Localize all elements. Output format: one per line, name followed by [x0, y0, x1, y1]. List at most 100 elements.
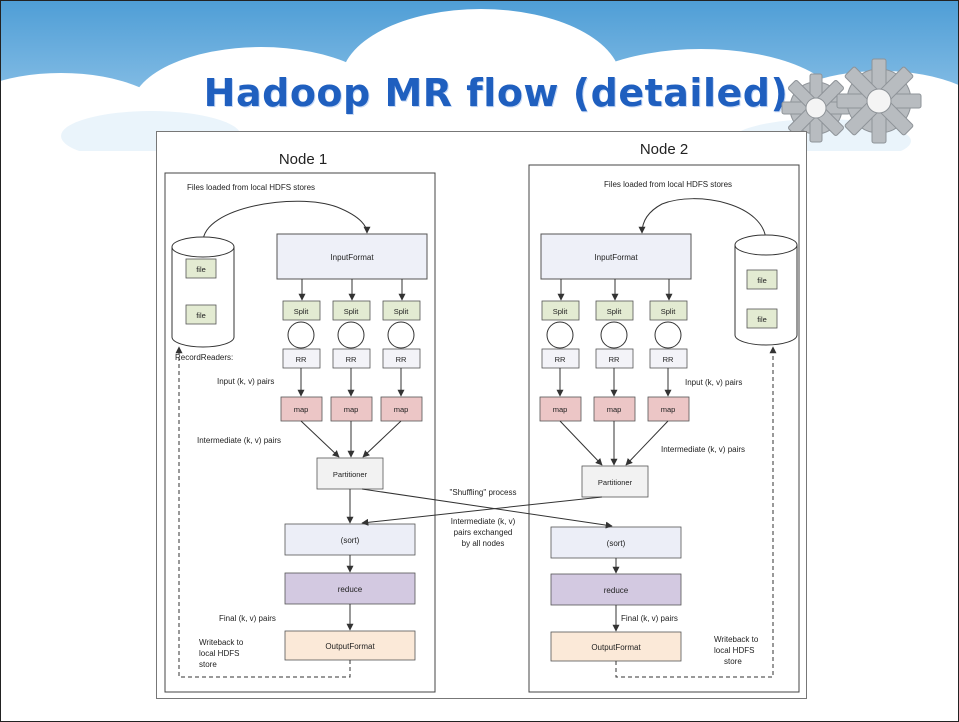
node-2-split-label: Split — [607, 307, 623, 316]
node-2-input-format-label: InputFormat — [594, 253, 638, 262]
node-2-split-box — [595, 300, 634, 321]
node-1-input-pairs-label: Input (k, v) pairs — [217, 377, 274, 386]
node-2-split-label: Split — [553, 307, 569, 316]
node-2-sort-label: (sort) — [607, 539, 626, 548]
node-2-final-label: Final (k, v) pairs — [621, 614, 678, 623]
node-1-writeback-label: store — [199, 660, 217, 669]
node-2-input-pairs-label: Input (k, v) pairs — [685, 378, 742, 387]
node-1-partitioner-label: Partitioner — [333, 470, 368, 479]
node-1-file-box — [185, 304, 217, 325]
node-2-rr-label: RR — [663, 355, 674, 364]
node-1-split-label: Split — [294, 307, 310, 316]
node-1-loop-arrow — [387, 321, 415, 349]
gears-icon — [781, 58, 922, 144]
node-2-map-label: map — [607, 405, 622, 414]
node-2-map-box — [593, 396, 636, 422]
node-1-map-box — [330, 396, 373, 422]
node-2-rr-label: RR — [555, 355, 566, 364]
node-2-split-box — [649, 300, 688, 321]
shuffle-note: by all nodes — [462, 539, 505, 548]
node-2-loop-arrow — [600, 321, 628, 349]
node-1-sort — [284, 523, 416, 556]
node-2-load-curve — [638, 198, 767, 243]
node-1-output-format-label: OutputFormat — [325, 642, 375, 651]
node-1-map-box — [380, 396, 423, 422]
node-2-map-label: map — [661, 405, 676, 414]
node-2-loop-arrow — [546, 321, 574, 349]
flow-svg: Node 1 Files loaded from local HDFS stor… — [164, 141, 800, 693]
node-1-writeback-arrow — [175, 346, 351, 678]
node-2-files-note: Files loaded from local HDFS stores — [604, 180, 732, 189]
node-1-map-box — [280, 396, 323, 422]
node-1-split-box — [382, 300, 421, 321]
node-1-file-box — [185, 258, 217, 279]
node-2-partitioner — [581, 465, 649, 498]
node-2: Node 2 Files loaded from local HDFS stor… — [528, 141, 800, 693]
node-2-map-box — [539, 396, 582, 422]
node-2-file-box — [746, 269, 778, 290]
node-1-hdfs-store: file file — [171, 236, 235, 348]
node-1-rr-label: RR — [346, 355, 357, 364]
node-1-split-label: Split — [394, 307, 410, 316]
node-1-title: Node 1 — [279, 151, 327, 168]
node-1-split-box — [282, 300, 321, 321]
node-1-split-label: Split — [344, 307, 360, 316]
node-2-reduce-label: reduce — [604, 586, 629, 595]
node-2-output-format-label: OutputFormat — [591, 643, 641, 652]
node-1-input-format-label: InputFormat — [330, 253, 374, 262]
node-2-writeback-arrow — [615, 346, 777, 678]
node-2-intermediate-label: Intermediate (k, v) pairs — [661, 445, 745, 454]
node-1-final-label: Final (k, v) pairs — [219, 614, 276, 623]
node-1-writeback-label: local HDFS — [199, 649, 239, 658]
shuffle-note: Intermediate (k, v) — [451, 517, 516, 526]
node-1-map-label: map — [294, 405, 309, 414]
node-2-hdfs-store: file file — [734, 234, 798, 346]
node-2-map-label: map — [553, 405, 568, 414]
node-1-input-format — [276, 233, 428, 280]
node-1-file-label: file — [196, 311, 206, 320]
shuffle-arrow — [361, 488, 613, 529]
node-2-loop-arrow — [654, 321, 682, 349]
node-1-intermediate-label: Intermediate (k, v) pairs — [197, 436, 281, 445]
node-2-partitioner-label: Partitioner — [598, 478, 633, 487]
node-2-rr-label: RR — [609, 355, 620, 364]
node-2-map-box — [647, 396, 690, 422]
node-1-sort-label: (sort) — [341, 536, 360, 545]
slide-title: Hadoop MR flow (detailed) — [203, 71, 789, 115]
node-2-frame — [528, 164, 800, 693]
shuffle-title: "Shuffling" process — [450, 488, 517, 497]
node-1-load-curve — [202, 200, 371, 243]
node-1-writeback-label: Writeback to — [199, 638, 244, 647]
node-2-title: Node 2 — [640, 141, 688, 158]
node-1-map-label: map — [344, 405, 359, 414]
node-2-writeback-label: store — [724, 657, 742, 666]
node-2-file-box — [746, 308, 778, 329]
node-1-loop-arrow — [337, 321, 365, 349]
shuffle: "Shuffling" process Intermediate (k, v) … — [361, 488, 613, 548]
node-1-file-label: file — [196, 265, 206, 274]
node-1-rr-label: RR — [296, 355, 307, 364]
node-1-output-format — [284, 630, 416, 661]
node-1-reduce — [284, 572, 416, 605]
node-1-split-box — [332, 300, 371, 321]
node-1-loop-arrow — [287, 321, 315, 349]
node-2-input-format — [540, 233, 692, 280]
node-1-frame — [164, 172, 436, 693]
shuffle-arrow — [361, 496, 603, 526]
node-2-writeback-label: local HDFS — [714, 646, 754, 655]
node-1-rr-label: RR — [396, 355, 407, 364]
node-1-partitioner — [316, 457, 384, 490]
node-2-split-label: Split — [661, 307, 677, 316]
node-2-file-label: file — [757, 315, 767, 324]
shuffle-note: pairs exchanged — [454, 528, 513, 537]
node-2-split-box — [541, 300, 580, 321]
node-1-record-readers-label: RecordReaders: — [175, 353, 233, 362]
node-1-files-note: Files loaded from local HDFS stores — [187, 183, 315, 192]
node-1-reduce-label: reduce — [338, 585, 363, 594]
node-2-file-label: file — [757, 276, 767, 285]
node-1-map-label: map — [394, 405, 409, 414]
node-1: Node 1 Files loaded from local HDFS stor… — [164, 151, 436, 693]
mr-flow-diagram: Node 1 Files loaded from local HDFS stor… — [156, 131, 807, 699]
node-2-writeback-label: Writeback to — [714, 635, 759, 644]
